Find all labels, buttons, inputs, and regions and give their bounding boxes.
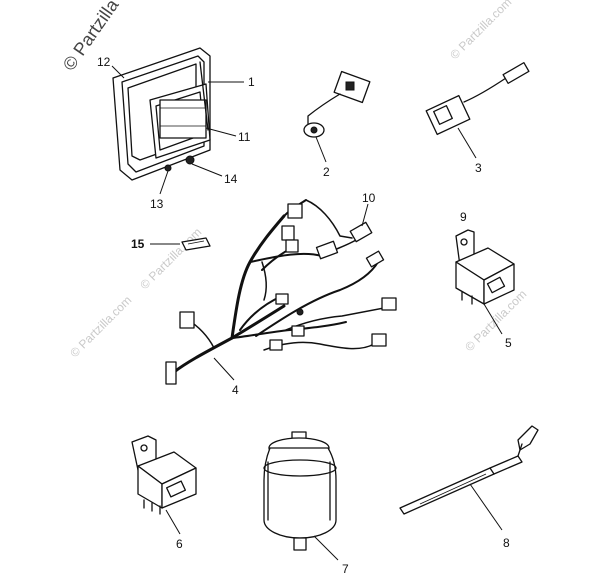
callout-2-leader (315, 136, 327, 163)
sensor-connector-icon (303, 70, 371, 138)
callout-10: 10 (362, 191, 376, 205)
callout-7-leader (313, 535, 339, 561)
callout-13: 13 (150, 197, 164, 211)
callout-3-leader (457, 127, 477, 159)
callout-11-leader (205, 127, 237, 137)
watermark-tile: © Partzilla.com (67, 293, 134, 360)
callout-9: 9 (460, 210, 467, 224)
callout-3: 3 (475, 161, 482, 175)
callout-2: 2 (323, 165, 330, 179)
callout-11: 11 (238, 130, 251, 144)
relay-icon (455, 229, 515, 305)
callout-6-leader (165, 509, 181, 535)
callout-8: 8 (503, 536, 510, 550)
callout-14: 14 (224, 172, 238, 186)
cable-sensor-icon (425, 62, 530, 136)
callout-10-leader (361, 203, 369, 227)
callout-1: 1 (248, 75, 255, 89)
watermark-tile: © Partzilla.com (447, 0, 514, 62)
callout-7: 7 (342, 562, 349, 576)
fuel-filter-icon (263, 431, 337, 551)
callout-13-leader (159, 170, 169, 195)
ecu-module-icon (112, 47, 211, 181)
relay-lower-icon (131, 435, 197, 515)
wiring-harness-icon (165, 199, 397, 385)
clip-icon (181, 237, 211, 251)
callout-4-leader (213, 357, 235, 381)
callout-14-leader (191, 163, 223, 177)
callout-6: 6 (176, 537, 183, 551)
callout-5: 5 (505, 336, 512, 350)
watermark-main: © Partzilla (59, 0, 123, 74)
callout-12-leader (111, 65, 125, 79)
watermark-tile: © Partzilla.com (137, 225, 204, 292)
callout-12: 12 (97, 55, 111, 69)
cable-tie-icon (399, 425, 539, 515)
callout-15: 15 (131, 237, 145, 251)
callout-8-leader (469, 483, 503, 531)
callout-4: 4 (232, 383, 239, 397)
callout-5-leader (483, 303, 503, 335)
